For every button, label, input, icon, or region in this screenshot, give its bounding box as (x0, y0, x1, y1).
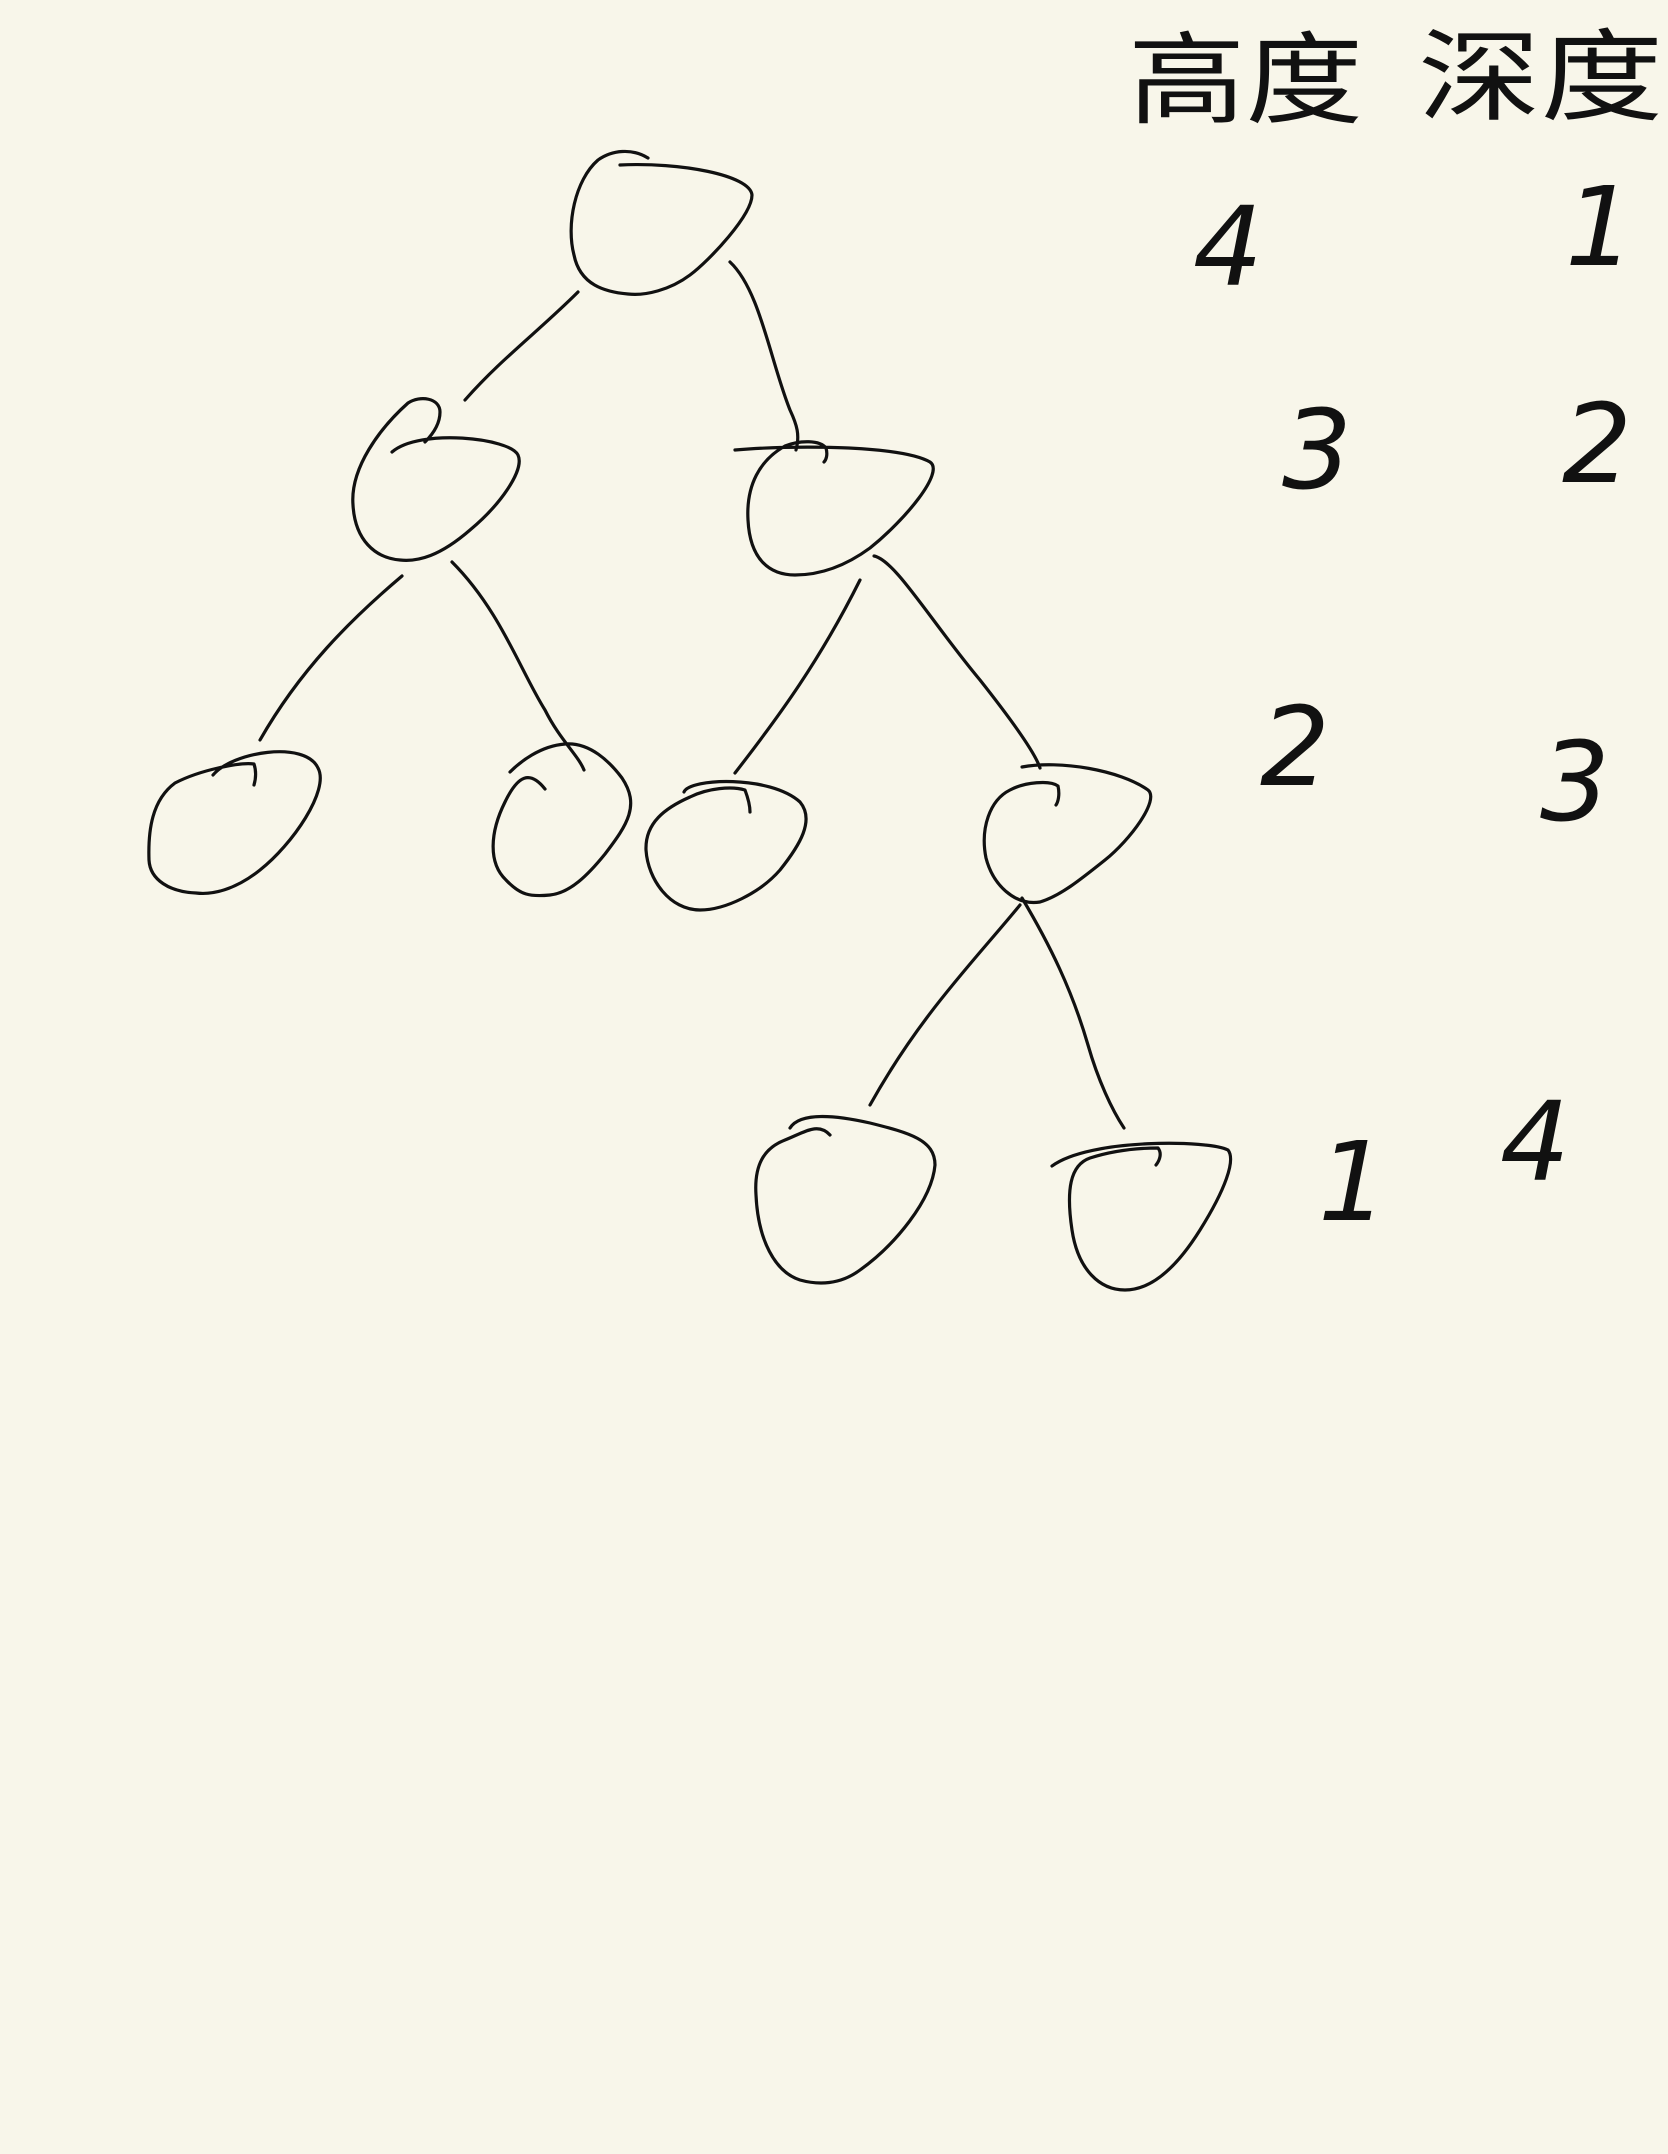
depth-header: 深度 (1418, 19, 1663, 136)
depth-column: 1 2 3 4 (1500, 163, 1635, 1206)
tree-node-rl (644, 780, 808, 912)
edge-root-right (728, 260, 800, 452)
height-column: 4 3 2 1 (1193, 183, 1388, 1246)
edge-left-rightleaf (450, 560, 586, 772)
tree-node-ll (147, 750, 322, 895)
edge-left-leftleaf (258, 574, 404, 742)
height-level-2: 3 (1282, 386, 1352, 514)
edge-rr-left (868, 903, 1022, 1107)
tree-node-left (351, 397, 521, 562)
tree-edges (258, 260, 1126, 1130)
edge-right-rightnode (872, 554, 1042, 770)
edge-root-left (463, 290, 580, 402)
tree-node-rr (982, 763, 1153, 905)
height-level-3: 2 (1260, 683, 1330, 811)
depth-level-4: 4 (1500, 1078, 1570, 1206)
column-headers: 高度 深度 (1128, 19, 1663, 139)
depth-level-2: 2 (1562, 380, 1632, 508)
depth-level-1: 1 (1565, 163, 1635, 291)
depth-level-3: 3 (1540, 718, 1610, 846)
edge-rr-right (1020, 896, 1126, 1130)
height-level-4: 1 (1318, 1118, 1388, 1246)
tree-node-root (569, 149, 754, 296)
tree-node-lr (491, 742, 633, 898)
tree-node-rrl (754, 1114, 937, 1285)
tree-node-right (733, 440, 935, 577)
tree-nodes (147, 149, 1233, 1292)
tree-node-rrr (1050, 1141, 1233, 1292)
height-level-1: 4 (1193, 183, 1263, 311)
height-header: 高度 (1128, 22, 1363, 139)
edge-right-leftleaf (733, 578, 862, 775)
